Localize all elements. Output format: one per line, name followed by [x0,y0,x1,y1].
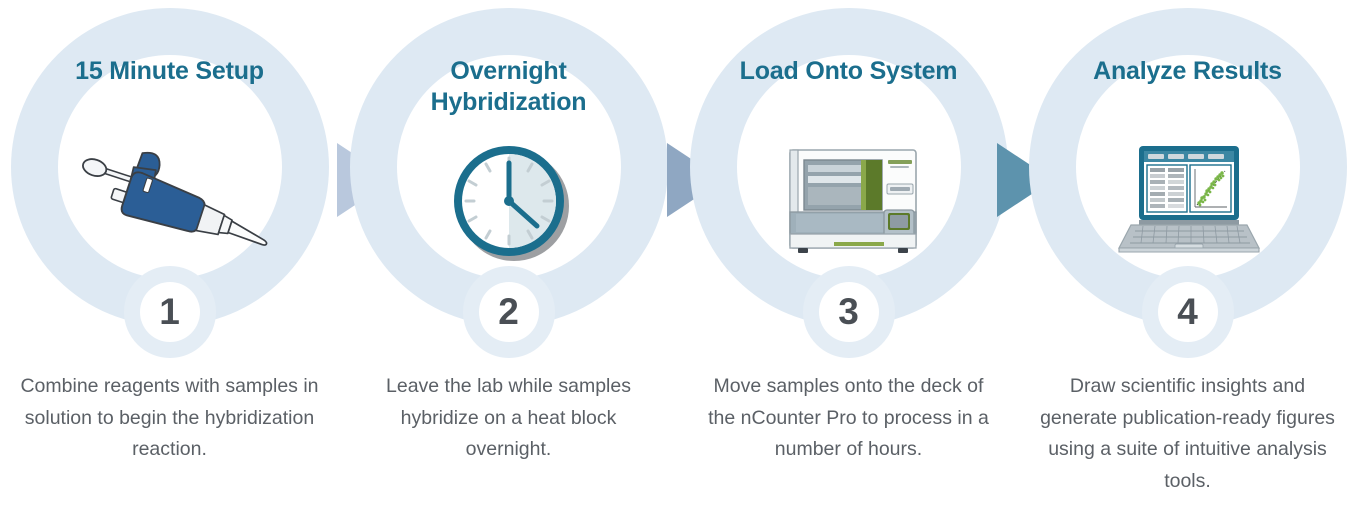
step-caption: Move samples onto the deck of the nCount… [708,375,989,461]
workflow-step-1: 15 Minute Setup [0,0,339,516]
step-title: 15 Minute Setup [75,57,264,85]
workflow-step-3: Load Onto System [679,0,1018,516]
step-number: 4 [1157,282,1218,342]
step-number-badge: 2 [462,266,555,358]
step-number: 1 [139,282,200,342]
step-number-badge: 4 [1141,266,1234,358]
pipette-icon [55,136,285,266]
step-title: Load Onto System [739,57,958,85]
laptop-analysis-icon [1073,136,1303,266]
step-title: Analyze Results [1093,57,1282,85]
ncounter-instrument-icon [734,136,964,266]
workflow-step-2: Overnight Hybridization [339,0,678,516]
step-number-badge: 1 [123,266,216,358]
workflow-step-4: Analyze Results [1018,0,1357,516]
step-caption: Draw scientific insights and generate pu… [1040,375,1335,492]
step-caption: Leave the lab while samples hybridize on… [386,375,631,461]
step-number: 2 [478,282,539,342]
step-number: 3 [818,282,879,342]
step-title: Overnight Hybridization [430,57,587,116]
step-number-badge: 3 [802,266,895,358]
step-caption: Combine reagents with samples in solutio… [20,375,319,461]
clock-icon [394,136,624,266]
arrow-step3-to-step4 [993,141,1057,219]
